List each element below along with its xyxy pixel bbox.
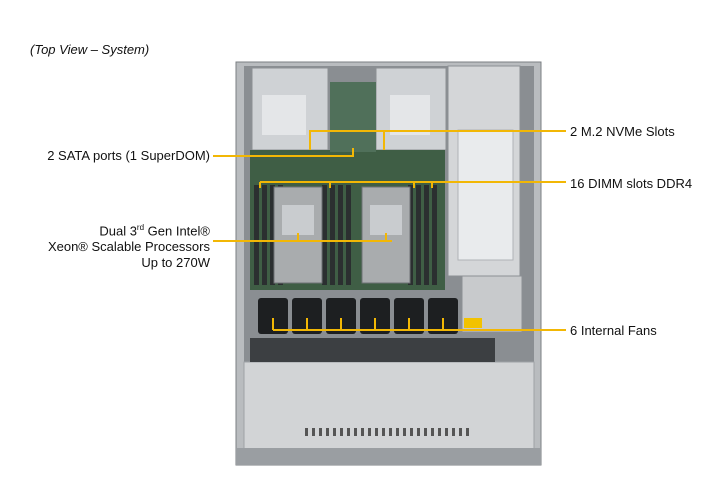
leader-nvme <box>309 130 566 150</box>
nvme-label: 2 M.2 NVMe Slots <box>570 124 675 139</box>
dimm-label: 16 DIMM slots DDR4 <box>570 176 693 191</box>
fans <box>258 298 458 334</box>
front-bezel <box>236 448 541 465</box>
leader-sata <box>213 148 354 157</box>
cpu-label: Dual 3rd Gen Intel® Xeon® Scalable Proce… <box>47 223 210 271</box>
fans-label: 6 Internal Fans <box>570 323 657 338</box>
view-title: (Top View – System) <box>30 42 150 57</box>
sata-label: 2 SATA ports (1 SuperDOM) <box>47 148 210 163</box>
leader-lines <box>213 130 566 331</box>
vent-holes <box>305 428 469 436</box>
cable-area <box>250 338 495 362</box>
front-panel <box>243 361 535 455</box>
